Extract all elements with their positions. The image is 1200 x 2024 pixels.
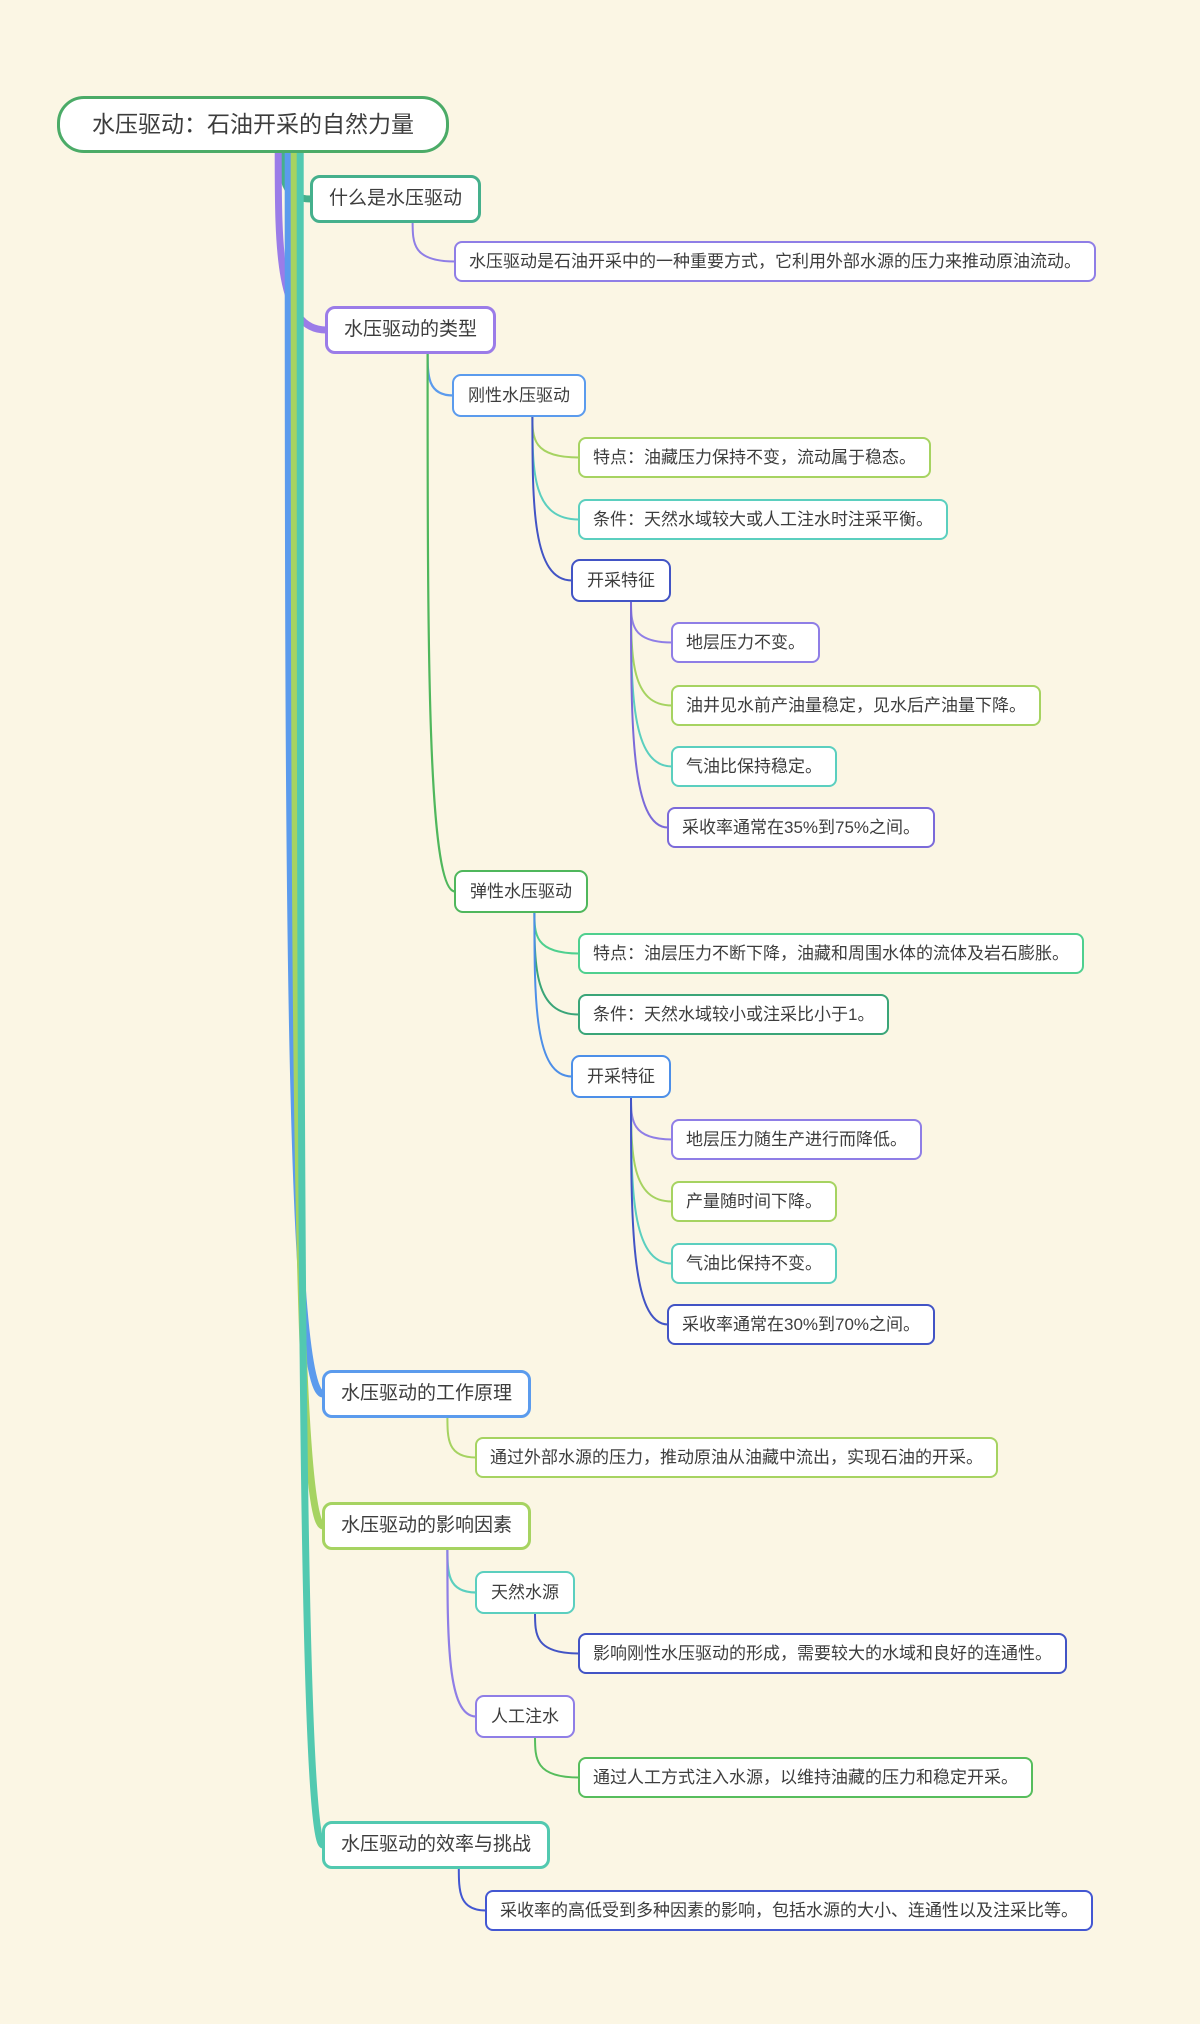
connector-elastic-prod [533,910,573,1078]
connector-rigid-prod-4 [630,599,669,829]
connector-factors [290,147,327,1530]
connector-rigid-prod-1 [630,599,673,644]
mindmap-node-factors[interactable]: 水压驱动的影响因素 [322,1502,532,1550]
mindmap-node-elastic-prod-3[interactable]: 气油比保持不变。 [671,1243,837,1285]
mindmap-node-rigid-prod-4[interactable]: 采收率通常在35%到75%之间。 [667,807,936,849]
connector-rigid-prod [531,414,573,582]
connector-elastic-cond [533,910,580,1016]
mindmap-node-principle[interactable]: 水压驱动的工作原理 [322,1370,532,1418]
mindmap-node-elastic-prod[interactable]: 开采特征 [571,1055,671,1099]
mindmap-node-rigid-cond[interactable]: 条件：天然水域较大或人工注水时注采平衡。 [578,499,948,541]
mindmap-node-elastic-trait[interactable]: 特点：油层压力不断下降，油藏和周围水体的流体及岩石膨胀。 [578,933,1084,975]
mindmap-node-type[interactable]: 水压驱动的类型 [325,306,497,354]
connector-elastic-prod-2 [630,1095,673,1203]
connector-principle [284,147,327,1398]
connector-natural [446,1546,478,1594]
connector-elastic-trait [533,910,580,955]
mindmap-node-elastic-prod-1[interactable]: 地层压力随生产进行而降低。 [671,1119,922,1161]
connector-what-is [278,147,315,203]
connector-inject-desc [534,1735,580,1779]
mindmap-node-what-is-desc[interactable]: 水压驱动是石油开采中的一种重要方式，它利用外部水源的压力来推动原油流动。 [454,241,1096,283]
connector-inject [446,1546,478,1718]
mindmap-node-what-is[interactable]: 什么是水压驱动 [310,175,482,223]
mindmap-node-rigid[interactable]: 刚性水压驱动 [452,374,586,418]
mindmap-node-elastic-prod-4[interactable]: 采收率通常在30%到70%之间。 [667,1304,936,1346]
connector-elastic-prod-1 [630,1095,673,1141]
mindmap-node-principle-desc[interactable]: 通过外部水源的压力，推动原油从油藏中流出，实现石油的开采。 [475,1437,998,1479]
mindmap-node-root[interactable]: 水压驱动：石油开采的自然力量 [57,96,449,153]
mindmap-node-inject[interactable]: 人工注水 [475,1695,575,1739]
mindmap-node-elastic-cond[interactable]: 条件：天然水域较小或注采比小于1。 [578,994,890,1036]
connector-what-is-desc [411,220,456,263]
mindmap-node-elastic-prod-2[interactable]: 产量随时间下降。 [671,1181,837,1223]
mindmap-node-natural[interactable]: 天然水源 [475,1571,575,1615]
mindmap-node-elastic[interactable]: 弹性水压驱动 [454,870,588,914]
mindmap-node-rigid-prod-2[interactable]: 油井见水前产油量稳定，见水后产油量下降。 [671,685,1041,727]
connector-rigid-prod-3 [630,599,673,768]
connector-rigid [426,350,455,397]
connector-elastic-prod-3 [630,1095,673,1265]
mindmap-node-natural-desc[interactable]: 影响刚性水压驱动的形成，需要较大的水域和良好的连通性。 [578,1633,1067,1675]
mindmap-node-rigid-prod[interactable]: 开采特征 [571,559,671,603]
mindmap-node-inject-desc[interactable]: 通过人工方式注入水源，以维持油藏的压力和稳定开采。 [578,1757,1033,1799]
connector-elastic [426,350,457,893]
mindmap-node-rigid-trait[interactable]: 特点：油藏压力保持不变，流动属于稳态。 [578,437,931,479]
connector-rigid-trait [531,414,580,459]
connector-rigid-cond [531,414,580,521]
connector-elastic-prod-4 [630,1095,669,1326]
connector-rigid-prod-2 [630,599,673,707]
mindmap-node-rigid-prod-3[interactable]: 气油比保持稳定。 [671,746,837,788]
connector-challenge [296,147,327,1849]
connector-natural-desc [534,1611,580,1655]
mindmap-node-rigid-prod-1[interactable]: 地层压力不变。 [671,622,820,664]
connector-challenge-desc [457,1866,487,1912]
connector-principle-desc [446,1415,477,1459]
mindmap-node-challenge[interactable]: 水压驱动的效率与挑战 [322,1821,551,1869]
mindmap-node-challenge-desc[interactable]: 采收率的高低受到多种因素的影响，包括水源的大小、连通性以及注采比等。 [485,1890,1093,1932]
